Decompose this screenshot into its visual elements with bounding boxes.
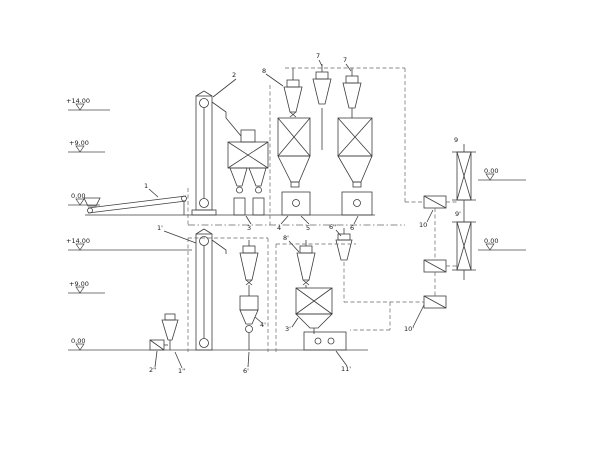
dust-unit: 2'' 1'' <box>149 313 186 375</box>
cleaner-cone-right <box>248 167 267 187</box>
cyclone-right-cap <box>345 75 359 84</box>
label-bin-a: 4 <box>277 224 281 232</box>
label-elevator-top: 2 <box>232 71 236 79</box>
cyclone-line2-body <box>239 252 259 281</box>
label-cyclone-line2: 4' <box>260 321 266 329</box>
elevation-triangle-icon <box>75 103 85 111</box>
elevation-label: 0.00 <box>484 237 498 245</box>
cyclone-aux-body <box>335 239 353 261</box>
cyclone-bin-line2: 4' 6' <box>239 240 266 375</box>
bucket-elevator-top: 2 <box>191 71 237 216</box>
elevator-boot-pulley <box>199 198 209 208</box>
elevator-base <box>191 209 217 216</box>
cyclone-right-body <box>342 82 362 109</box>
inline-vessels: 9 9' <box>452 136 476 280</box>
intake-conveyor: 1 <box>83 182 187 215</box>
label-cyclone-mid: 7 <box>316 52 320 60</box>
dust-cyclone-body <box>161 319 179 341</box>
conveyor-head-pulley <box>181 195 187 202</box>
elevation-label: +9.00 <box>69 280 89 288</box>
label-fan-b: 10' <box>404 325 414 333</box>
cyclone-mid-cap <box>315 71 329 80</box>
airlock-right <box>255 186 262 194</box>
machine-b-rotor <box>353 199 361 207</box>
cyclone-left-body <box>283 86 303 113</box>
pellet-press-body <box>303 331 347 351</box>
elevation-label: +14.00 <box>66 237 90 245</box>
press-roller-right <box>327 337 335 345</box>
elevator-head-pulley <box>199 98 209 108</box>
label-outlet-line2: 6' <box>243 367 249 375</box>
aspiration-ducts <box>187 67 457 352</box>
label-unit-1pp: 1'' <box>178 367 186 375</box>
elevation-label: 0.00 <box>71 192 85 200</box>
label-vessel-b: 9' <box>455 210 461 218</box>
conveyor-tail-pulley <box>87 207 93 214</box>
surge-bin-cone <box>239 309 259 325</box>
label-vessel-a: 9 <box>454 136 458 144</box>
cyclone-pellet-body <box>296 252 316 281</box>
surge-bin <box>239 295 259 311</box>
label-cleaner: 3 <box>247 224 251 232</box>
elevation-triangle-icon <box>485 173 495 181</box>
cleaner-hopper: 3 <box>225 117 269 232</box>
label-cyclone-left: 8 <box>262 67 266 75</box>
bin-a-cone <box>277 155 311 183</box>
label-press: 11' <box>341 365 351 373</box>
machine-a-rotor <box>292 199 300 207</box>
label-bin-b: 5 <box>306 224 310 232</box>
elevation-triangle-icon <box>75 286 85 294</box>
bin-a-neck <box>290 181 300 188</box>
label-cyclone-pellet: 8' <box>283 234 289 242</box>
bucket-elevator-bottom: 1' <box>157 224 227 351</box>
elevation-triangle-icon <box>75 198 85 206</box>
press-roller-left <box>314 337 322 345</box>
weigh-bins: 4 5 6 <box>277 117 373 232</box>
label-fan-a: 10 <box>419 221 427 229</box>
elevation-triangle-icon <box>75 145 85 153</box>
cleaner-inlet <box>240 129 256 143</box>
elevation-label: 0.00 <box>484 167 498 175</box>
label-bin-pellet: 3' <box>285 325 291 333</box>
machine-b <box>341 191 373 216</box>
rotary-valve <box>245 325 253 333</box>
elevation-triangle-icon <box>485 243 495 251</box>
label-cyclone-right: 7 <box>343 56 347 64</box>
intake-hopper <box>83 197 101 207</box>
stand-right <box>252 197 265 216</box>
label-elevator-bottom: 1' <box>157 224 163 232</box>
cleaner-cone-left <box>229 167 248 187</box>
aspiration-cyclones: 8 7 7 <box>262 52 362 150</box>
fan-boxes: 10 10' <box>404 195 447 333</box>
machine-a <box>281 191 311 216</box>
cyclone-mid-body <box>312 78 332 105</box>
label-conveyor: 1 <box>144 182 148 190</box>
stand-left <box>233 197 246 216</box>
pellet-line: 8' 3' 11' 6'' <box>283 223 353 373</box>
airlock-left <box>236 186 243 194</box>
bin-b-neck <box>352 181 362 188</box>
label-unit-2pp: 2'' <box>149 366 157 374</box>
cyclone-left-cap <box>286 79 300 88</box>
dust-cyclone-cap <box>164 313 176 321</box>
label-mixer: 6 <box>350 224 354 232</box>
cleaner-body <box>227 141 269 169</box>
elevator-boot-pulley <box>199 338 209 348</box>
elevation-label: +14.00 <box>66 97 90 105</box>
elevator-body <box>195 233 213 351</box>
elevation-label: 0.00 <box>71 337 85 345</box>
elevation-triangle-icon <box>75 243 85 251</box>
elevation-label: +9.00 <box>69 139 89 147</box>
cyclone-line2-cap <box>242 245 256 254</box>
label-cyclone-aux: 6'' <box>329 223 337 231</box>
pellet-bin-cone <box>295 313 333 329</box>
bin-b-cone <box>337 155 373 183</box>
elevation-triangle-icon <box>75 343 85 351</box>
cyclone-pellet-cap <box>299 245 313 254</box>
